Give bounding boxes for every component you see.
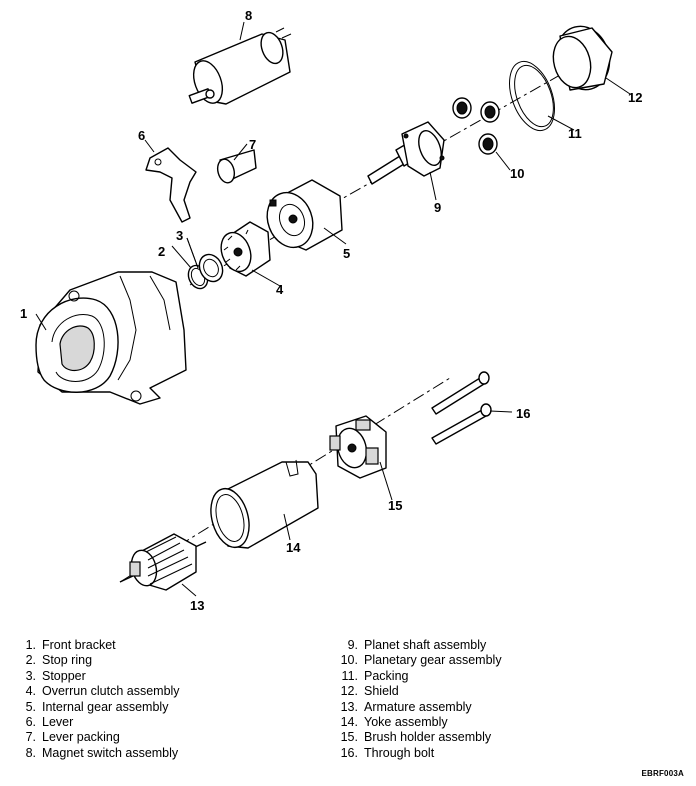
figure-code: EBRF003A xyxy=(641,769,684,778)
yoke-assembly xyxy=(210,459,319,549)
legend-item: 8.Magnet switch assembly xyxy=(25,745,179,760)
legend-item: 14.Yoke assembly xyxy=(340,715,448,730)
legend-item: 5.Internal gear assembly xyxy=(25,699,169,714)
legend-item: 13.Armature assembly xyxy=(340,699,472,714)
shield xyxy=(552,25,613,91)
callout-7: 7 xyxy=(249,137,256,152)
callout-13: 13 xyxy=(190,598,204,610)
lever xyxy=(145,147,197,223)
legend-item: 9.Planet shaft assembly xyxy=(347,638,487,652)
legend-right: 9.Planet shaft assembly 10.Planetary gea… xyxy=(330,638,502,761)
callout-15: 15 xyxy=(388,498,402,513)
callout-1: 1 xyxy=(20,306,27,321)
callout-2: 2 xyxy=(158,244,165,259)
internal-gear-assembly xyxy=(266,179,343,251)
callout-4: 4 xyxy=(276,282,284,297)
stopper xyxy=(198,253,224,283)
callout-16: 16 xyxy=(516,406,530,421)
legend-item: 2.Stop ring xyxy=(25,653,93,668)
lever-packing xyxy=(216,149,257,184)
packing xyxy=(509,60,555,132)
legend-item: 10.Planetary gear assembly xyxy=(340,653,502,668)
legend-item: 6.Lever xyxy=(25,715,74,730)
through-bolts xyxy=(431,371,492,445)
exploded-starter-diagram: 1 2 3 4 5 6 7 8 9 10 11 12 13 14 15 16 xyxy=(20,8,642,610)
callout-3: 3 xyxy=(176,228,183,243)
callout-11: 11 xyxy=(568,126,582,141)
planetary-gear-assembly xyxy=(452,97,500,155)
magnet-switch-assembly xyxy=(188,27,292,105)
legend-item: 4.Overrun clutch assembly xyxy=(25,684,180,699)
legend-item: 12.Shield xyxy=(340,684,399,699)
callout-5: 5 xyxy=(343,246,350,261)
callout-9: 9 xyxy=(434,200,441,215)
legend-item: 7.Lever packing xyxy=(25,730,120,745)
legend-item: 11.Packing xyxy=(341,668,409,683)
front-bracket xyxy=(35,271,187,405)
callout-12: 12 xyxy=(628,90,642,105)
callout-6: 6 xyxy=(138,128,145,143)
legend-left: 1.Front bracket 2.Stop ring 3.Stopper 4.… xyxy=(8,638,180,761)
callout-14: 14 xyxy=(286,540,301,555)
brush-holder-assembly xyxy=(329,415,387,479)
callout-8: 8 xyxy=(245,8,252,23)
legend-item: 3.Stopper xyxy=(25,668,86,683)
legend-item: 1.Front bracket xyxy=(25,638,116,652)
legend-item: 16.Through bolt xyxy=(340,745,435,760)
armature-assembly xyxy=(119,533,207,591)
overrun-clutch-assembly xyxy=(220,221,271,277)
planet-shaft-assembly xyxy=(367,121,445,185)
legend-item: 15.Brush holder assembly xyxy=(340,730,492,745)
callout-10: 10 xyxy=(510,166,524,181)
